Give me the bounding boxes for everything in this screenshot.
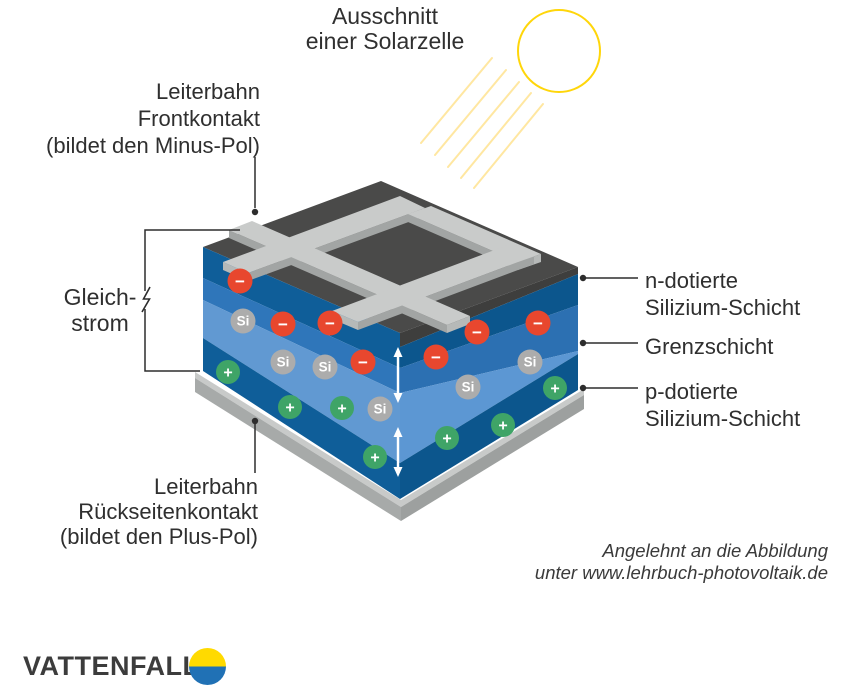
attribution-note: Angelehnt an die Abbildung unter www.leh… (412, 540, 828, 584)
svg-text:+: + (550, 381, 559, 398)
front-contact-line-3: (bildet den Minus-Pol) (46, 133, 260, 158)
silicon-atom: Si (517, 349, 543, 375)
svg-text:Si: Si (374, 402, 387, 417)
electron-ion: − (350, 349, 376, 375)
svg-text:Si: Si (277, 355, 290, 370)
electron-ion: − (525, 310, 551, 336)
contact-bar-side (358, 256, 534, 330)
svg-text:+: + (498, 418, 507, 435)
svg-text:−: − (533, 314, 543, 333)
hole-ion: + (216, 360, 240, 384)
p-layer-label: p-dotierte Silizium-Schicht (645, 378, 800, 432)
silicon-atom: Si (230, 308, 256, 334)
front-contact-top-face (203, 181, 578, 333)
charge-separation-arrow-lower (393, 427, 403, 477)
electron-ion: − (423, 344, 449, 370)
electron-ion: − (317, 310, 343, 336)
n-layer-right-face (400, 274, 578, 368)
title-line-2: einer Solarzelle (305, 28, 465, 54)
svg-text:+: + (370, 450, 379, 467)
p-layer-dark-left-face (203, 338, 400, 499)
electron-ion: − (270, 311, 296, 337)
front-contact-label: Leiterbahn Frontkontakt (bildet den Minu… (0, 78, 260, 159)
hole-ion: + (435, 426, 459, 450)
electron-ion: − (464, 319, 490, 345)
svg-text:Si: Si (319, 360, 332, 375)
vattenfall-wordmark: VATTENFALL (23, 651, 200, 681)
back-contact-line-1: Leiterbahn (154, 474, 258, 499)
svg-text:−: − (431, 348, 441, 367)
n-layer-line-2: Silizium-Schicht (645, 295, 801, 320)
back-contact-left-face (195, 378, 401, 521)
p-layer-line-2: Silizium-Schicht (645, 406, 801, 431)
back-contact-line-2: Rückseitenkontakt (78, 499, 258, 524)
back-contact-label: Leiterbahn Rückseitenkontakt (bildet den… (18, 474, 258, 549)
svg-text:Si: Si (524, 355, 537, 370)
svg-text:+: + (285, 400, 294, 417)
hole-ion: + (363, 445, 387, 469)
annotation-lines (141, 157, 638, 473)
dc-circuit-bracket-bottom (144, 309, 200, 372)
electron-ion: − (227, 268, 253, 294)
attribution-line-1: Angelehnt an die Abbildung (602, 540, 828, 561)
attribution-line-2: unter www.lehrbuch-photovoltaik.de (534, 562, 828, 583)
page-title: Ausschnitt einer Solarzelle (240, 4, 530, 54)
front-contact-grid (223, 196, 541, 333)
back-contact-lip-left (195, 372, 401, 507)
dc-line-1: Gleich- (63, 284, 137, 310)
dc-line-2: strom (71, 310, 129, 336)
silicon-atom: Si (367, 396, 393, 422)
sun-icon (420, 9, 601, 189)
n-layer-line-1: n-dotierte (645, 268, 738, 293)
dc-circuit-bracket-top (144, 229, 240, 291)
svg-text:+: + (337, 401, 346, 418)
hole-ion: + (491, 413, 515, 437)
sun-disc (517, 9, 601, 93)
svg-text:−: − (278, 315, 288, 334)
vattenfall-logo-icon (189, 648, 226, 685)
sun-rays-icon (420, 57, 544, 189)
contact-bar-top (332, 245, 534, 322)
silicon-atom: Si (312, 354, 338, 380)
hole-ion: + (543, 376, 567, 400)
front-contact-line-2: Frontkontakt (137, 106, 260, 131)
n-layer-label: n-dotierte Silizium-Schicht (645, 267, 800, 321)
hole-ion: + (278, 395, 302, 419)
svg-text:−: − (358, 353, 368, 372)
junction-line-1: Grenzschicht (645, 334, 774, 359)
charge-separation-arrow-upper (393, 347, 403, 403)
direct-current-label: Gleich- strom (44, 284, 156, 336)
p-layer-line-1: p-dotierte (645, 379, 738, 404)
svg-text:−: − (472, 323, 482, 342)
junction-arrows (393, 347, 403, 477)
back-contact-line-3: (bildet den Plus-Pol) (59, 524, 258, 549)
front-contact-line-1: Leiterbahn (156, 79, 260, 104)
hole-ion: + (330, 396, 354, 420)
p-layer-dark-right-face (400, 354, 578, 499)
p-layer-light-left-face (203, 300, 400, 463)
svg-text:−: − (325, 314, 335, 333)
pointer-dots (251, 208, 587, 425)
junction-label: Grenzschicht (645, 333, 773, 360)
svg-text:−: − (235, 272, 245, 291)
contact-bar-cap (447, 316, 470, 333)
svg-text:+: + (442, 431, 451, 448)
svg-text:+: + (223, 365, 232, 382)
lightning-bolt-icon (141, 286, 151, 313)
svg-text:Si: Si (462, 380, 475, 395)
contact-bar-top (223, 196, 425, 273)
silicon-atom: Si (270, 349, 296, 375)
back-contact-right-face (401, 395, 584, 521)
silicon-atom: Si (455, 374, 481, 400)
title-line-1: Ausschnitt (331, 3, 439, 29)
back-contact-lip-right (401, 389, 584, 507)
svg-text:Si: Si (237, 314, 250, 329)
